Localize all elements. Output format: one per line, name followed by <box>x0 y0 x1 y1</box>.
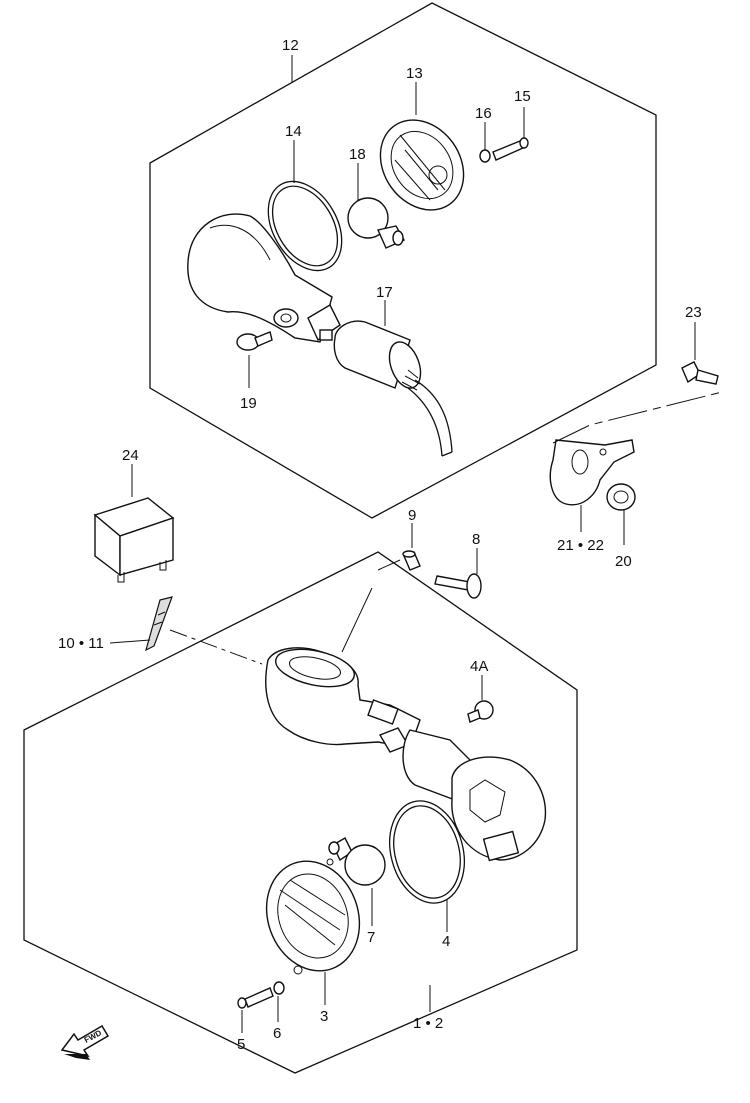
callout-6: 6 <box>273 1025 281 1042</box>
bracket-link-line <box>552 391 723 444</box>
part-13-lens <box>379 119 465 211</box>
part-4a-screw <box>467 700 494 723</box>
callout-18: 18 <box>349 146 366 163</box>
part-3-lens <box>265 858 361 975</box>
callout-15: 15 <box>514 88 531 105</box>
part-19-screw <box>236 331 273 351</box>
part-14-gasket <box>267 180 343 272</box>
callout-16: 16 <box>475 105 492 122</box>
callout-5: 5 <box>237 1036 245 1053</box>
callout-7: 7 <box>367 929 375 946</box>
callout-9: 9 <box>408 507 416 524</box>
callout-3: 3 <box>320 1008 328 1025</box>
callout-8: 8 <box>472 531 480 548</box>
part-10-11-clamp <box>145 596 173 652</box>
part-7-bulb <box>328 837 386 886</box>
callout-21-22: 21 • 22 <box>557 537 604 554</box>
part-6-washer <box>273 981 285 995</box>
part-23-bolt <box>681 361 719 385</box>
part-4-gasket <box>389 800 465 904</box>
part-16-washer <box>479 149 491 163</box>
part-24-relay <box>93 497 175 583</box>
callout-12: 12 <box>282 37 299 54</box>
callout-1-2: 1 • 2 <box>413 1015 443 1032</box>
upper-leader-lines <box>248 55 525 388</box>
leader-10-11 <box>109 639 151 644</box>
part-17-grommet <box>333 320 453 457</box>
lower-turn-signal-housing <box>265 647 547 862</box>
upper-assembly-outline <box>149 2 657 519</box>
part-9-spacer <box>402 550 421 571</box>
lower-assembly-outline <box>23 551 578 1074</box>
part-18-bulb <box>347 197 405 249</box>
callout-20: 20 <box>615 553 632 570</box>
callout-4a: 4A <box>470 658 488 675</box>
housing-link-line <box>341 587 373 653</box>
callout-19: 19 <box>240 395 257 412</box>
part-5-screw <box>237 987 274 1009</box>
callout-10-11: 10 • 11 <box>58 635 104 652</box>
fwd-arrow-icon: FWD <box>60 1024 110 1060</box>
part-15-screw <box>492 137 529 161</box>
part-21-22-bracket <box>549 439 635 506</box>
callout-4: 4 <box>442 933 450 950</box>
spacer-link-line <box>377 559 401 571</box>
callout-13: 13 <box>406 65 423 82</box>
upper-turn-signal-housing <box>187 213 341 343</box>
callout-17: 17 <box>376 284 393 301</box>
clamp-link-line <box>169 629 263 665</box>
part-20-nut <box>606 483 636 511</box>
callout-24: 24 <box>122 447 139 464</box>
callout-23: 23 <box>685 304 702 321</box>
part-8-bolt <box>434 573 482 599</box>
callout-14: 14 <box>285 123 302 140</box>
